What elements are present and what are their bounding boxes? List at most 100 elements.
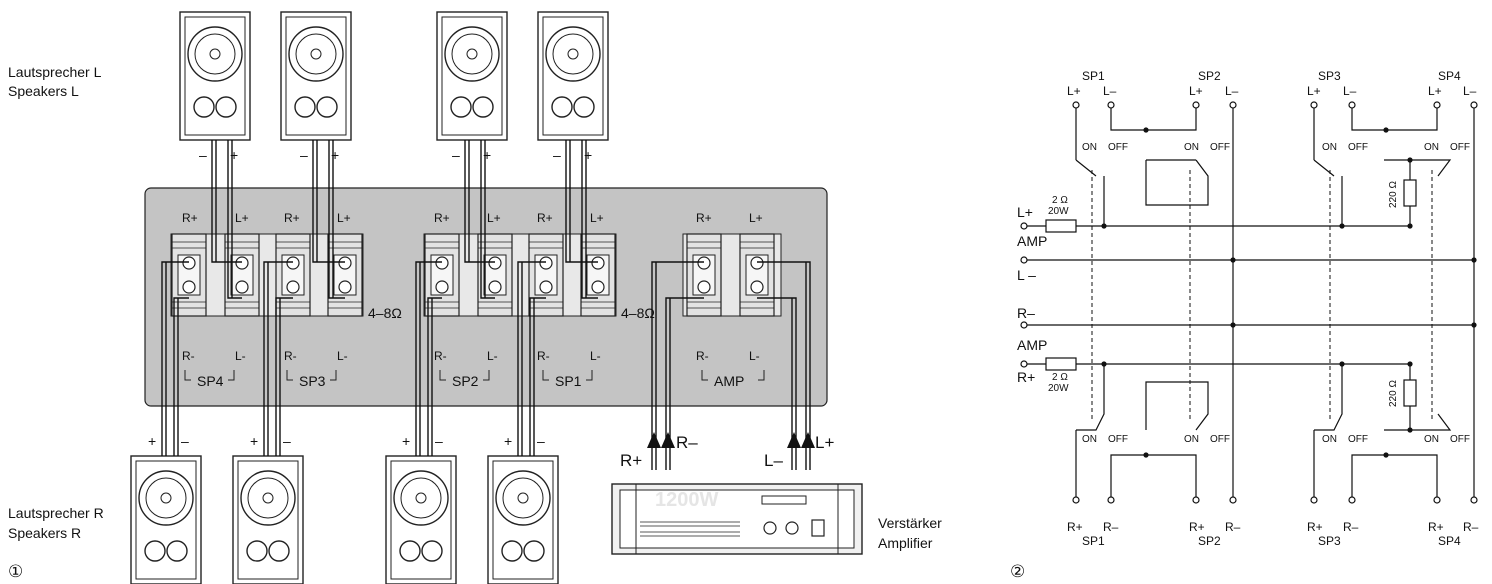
pol-top-sp3-plus: + <box>331 147 339 163</box>
amp-label-top: AMP <box>1017 233 1047 249</box>
amp-arrows <box>647 432 815 448</box>
wires-top <box>211 140 598 299</box>
term-label-sp3-r-minus: R- <box>284 349 297 363</box>
sw1-top-off: OFF <box>1108 142 1128 153</box>
sp3-bottom-label: SP3 <box>1318 534 1341 548</box>
impedance-label-2: 4–8Ω <box>621 305 655 321</box>
speaker-r-sp2 <box>385 455 457 584</box>
pol-top-sp4-minus: – <box>199 147 207 163</box>
speaker-l-sp3 <box>280 11 352 141</box>
group-label-sp2: SP2 <box>452 373 479 389</box>
sp3-rminus: R– <box>1343 520 1359 534</box>
wires-bottom <box>161 261 811 470</box>
sw4-top-on: ON <box>1424 142 1439 153</box>
junctions <box>1101 127 1477 458</box>
figure-2: ② SP1 SP2 SP3 SP4 L+ L– L+ L– L+ L– L+ L… <box>1010 69 1479 581</box>
term-label-amp-l-plus: L+ <box>749 211 763 225</box>
terminal-strip-left <box>170 233 364 317</box>
group-label-sp3: SP3 <box>299 373 326 389</box>
resistor-bot-watt: 20W <box>1048 383 1069 394</box>
speaker-l-sp4 <box>179 11 251 141</box>
amp-label-bottom: AMP <box>1017 337 1047 353</box>
amp-lminus: L – <box>1017 267 1036 283</box>
sp3-lplus: L+ <box>1307 84 1321 98</box>
sw4-bot-on: ON <box>1424 434 1439 445</box>
resistor-top-watt: 20W <box>1048 206 1069 217</box>
sp1-top-label: SP1 <box>1082 69 1105 83</box>
sw1-bot-off: OFF <box>1108 434 1128 445</box>
term-label-sp4-r-minus: R- <box>182 349 195 363</box>
amp-lplus: L+ <box>1017 204 1033 220</box>
term-label-sp1-l-minus: L- <box>590 349 601 363</box>
term-label-amp-r-minus: R- <box>696 349 709 363</box>
terminal-strip-middle <box>423 233 617 317</box>
figure-1-number: ① <box>8 562 23 581</box>
sw4-top-off: OFF <box>1450 142 1470 153</box>
amplifier-label-de: Verstärker <box>878 515 942 531</box>
pol-bot-sp2-minus: – <box>435 433 443 449</box>
sp2-lplus: L+ <box>1189 84 1203 98</box>
term-label-sp3-r-plus: R+ <box>284 211 300 225</box>
amp-r-plus-label: R+ <box>620 451 642 470</box>
sp1-rplus: R+ <box>1067 520 1083 534</box>
sw2-top-off: OFF <box>1210 142 1230 153</box>
resistor-top-ohm: 2 Ω <box>1052 195 1068 206</box>
speaker-r-sp4 <box>130 455 202 584</box>
terminals <box>1020 101 1478 504</box>
sp3-rplus: R+ <box>1307 520 1323 534</box>
sp1-lplus: L+ <box>1067 84 1081 98</box>
group-label-amp: AMP <box>714 373 744 389</box>
figure-2-number: ② <box>1010 562 1025 581</box>
term-label-sp2-l-minus: L- <box>487 349 498 363</box>
group-label-sp4: SP4 <box>197 373 224 389</box>
sw2-bot-on: ON <box>1184 434 1199 445</box>
switch-links <box>1091 170 1433 420</box>
sp4-bottom-label: SP4 <box>1438 534 1461 548</box>
speakers-r-label-de: Lautsprecher R <box>8 505 104 521</box>
pol-bot-sp4-plus: + <box>148 433 156 449</box>
sw1-top-on: ON <box>1082 142 1097 153</box>
term-label-sp3-l-minus: L- <box>337 349 348 363</box>
sp4-rminus: R– <box>1463 520 1479 534</box>
speaker-l-sp1 <box>537 11 609 141</box>
sp1-rminus: R– <box>1103 520 1119 534</box>
pol-top-sp3-minus: – <box>300 147 308 163</box>
resistors <box>1045 179 1417 407</box>
amplifier-label-en: Amplifier <box>878 535 933 551</box>
pol-bot-sp4-minus: – <box>181 433 189 449</box>
pol-bot-sp1-minus: – <box>537 433 545 449</box>
pol-bot-sp3-minus: – <box>283 433 291 449</box>
term-label-sp4-r-plus: R+ <box>182 211 198 225</box>
term-label-sp4-l-minus: L- <box>235 349 246 363</box>
pol-bot-sp3-plus: + <box>250 433 258 449</box>
speaker-r-sp3 <box>232 455 304 584</box>
term-label-sp1-r-minus: R- <box>537 349 550 363</box>
sw2-bot-off: OFF <box>1210 434 1230 445</box>
term-label-sp2-r-minus: R- <box>434 349 447 363</box>
term-label-amp-r-plus: R+ <box>696 211 712 225</box>
pol-top-sp4-plus: + <box>230 147 238 163</box>
circuit-lines <box>1024 105 1475 500</box>
pol-top-sp2-minus: – <box>452 147 460 163</box>
term-label-sp4-l-plus: L+ <box>235 211 249 225</box>
sp1-bottom-label: SP1 <box>1082 534 1105 548</box>
term-label-sp2-l-plus: L+ <box>487 211 501 225</box>
amp-l-minus-label: L– <box>764 451 783 470</box>
sp3-top-label: SP3 <box>1318 69 1341 83</box>
pol-top-sp1-plus: + <box>584 147 592 163</box>
sp2-lminus: L– <box>1225 84 1239 98</box>
speakers-l-label-en: Speakers L <box>8 83 79 99</box>
sp3-lminus: L– <box>1343 84 1357 98</box>
sp4-lplus: L+ <box>1428 84 1442 98</box>
pol-top-sp1-minus: – <box>553 147 561 163</box>
pol-bot-sp1-plus: + <box>504 433 512 449</box>
resistor-bot-ohm: 2 Ω <box>1052 372 1068 383</box>
sp1-lminus: L– <box>1103 84 1117 98</box>
term-label-sp2-r-plus: R+ <box>434 211 450 225</box>
sw3-top-on: ON <box>1322 142 1337 153</box>
sw3-bot-off: OFF <box>1348 434 1368 445</box>
sp4-rplus: R+ <box>1428 520 1444 534</box>
amplifier-unit: 1200W <box>611 483 863 555</box>
group-label-sp1: SP1 <box>555 373 582 389</box>
